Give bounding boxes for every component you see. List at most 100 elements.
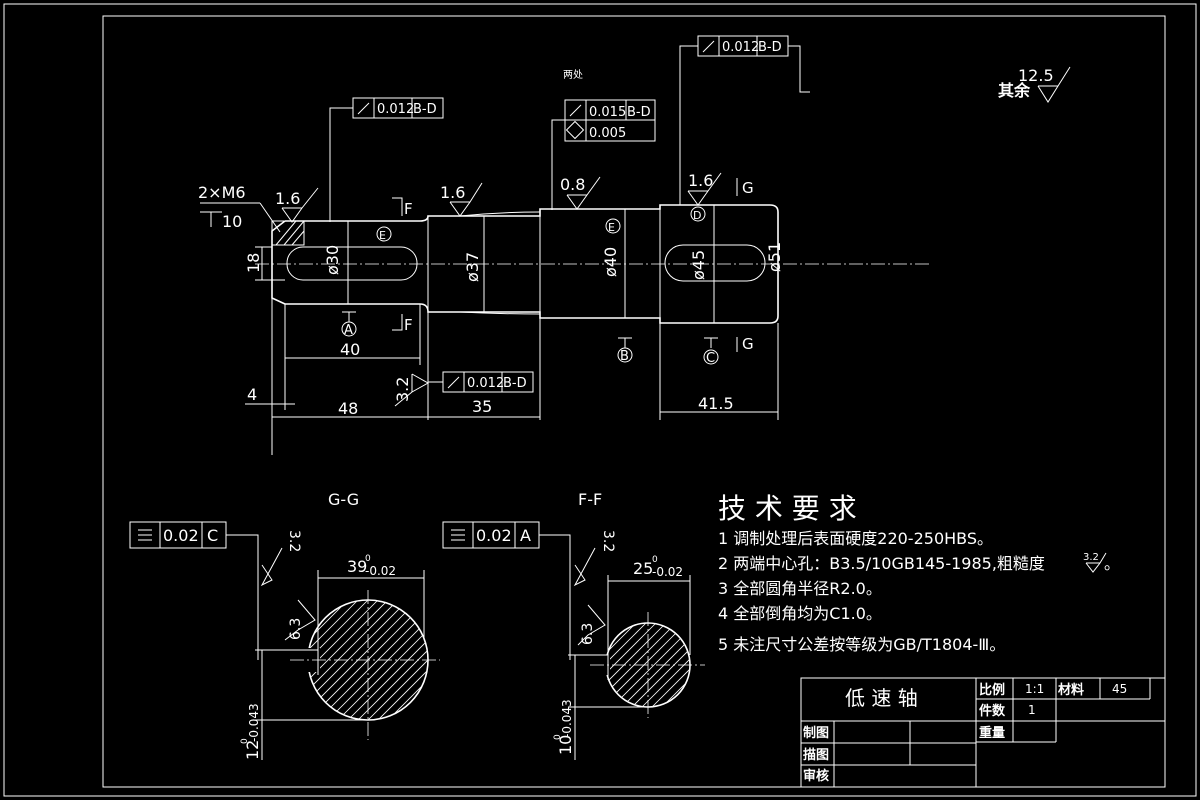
hatch-line: [661, 623, 690, 707]
hatch-line: [606, 623, 637, 707]
scale-label: 比例: [979, 682, 1005, 698]
svg-text:B-D: B-D: [503, 376, 527, 391]
ff-width-upper: 0: [652, 555, 658, 565]
len-40: 40: [340, 340, 360, 359]
svg-text:B-D: B-D: [627, 105, 651, 120]
thread-depth: 10: [222, 212, 242, 231]
len-41-5: 41.5: [698, 394, 734, 413]
ff-tol-value: 0.02: [476, 526, 512, 545]
qty-label: 件数: [979, 703, 1006, 719]
gg-roughness-top: 3.2: [286, 530, 302, 552]
dia-51: ø51: [765, 242, 784, 272]
tech-req-item-5: 5 未注尺寸公差按等级为GB/T1804-Ⅲ。: [718, 635, 1005, 654]
roughness-symbols: 1.6 1.6 0.8 1.6 3.2: [275, 171, 722, 407]
roughness-symbol-3: 0.8: [560, 175, 601, 210]
material-label: 材料: [1058, 682, 1084, 698]
svg-text:0.012: 0.012: [377, 102, 414, 117]
roughness-symbol-5: 3.2: [393, 373, 430, 407]
section-gg-label: G-G: [328, 490, 359, 509]
ff-roughness-side: 6.3: [580, 623, 596, 645]
ff-width-lower: -0.02: [652, 565, 683, 579]
svg-text:0.015: 0.015: [589, 105, 626, 120]
runout-frame-3: 0.012 B-D: [679, 35, 810, 205]
roughness-symbol-2: 1.6: [440, 182, 483, 217]
len-48: 48: [338, 399, 358, 418]
tech-req-item2-roughness: 3.2: [1083, 552, 1099, 563]
hatch-line: [367, 600, 428, 720]
material-value: 45: [1112, 682, 1127, 696]
datum-e2: E: [608, 221, 615, 234]
datum-d: D: [693, 209, 701, 222]
datum-b: B: [620, 349, 629, 364]
shaft-view: [255, 204, 930, 324]
dia-37: ø37: [463, 252, 482, 282]
svg-text:G: G: [742, 179, 754, 197]
svg-text:1.6: 1.6: [275, 189, 300, 208]
svg-text:1.6: 1.6: [688, 171, 713, 190]
ff-depth-upper: 0: [553, 734, 563, 740]
hatch-line: [606, 623, 647, 707]
traced-label: 描图: [803, 747, 829, 763]
svg-text:1.6: 1.6: [440, 183, 465, 202]
section-cut-marks: F F G G: [392, 178, 754, 353]
svg-text:0.012: 0.012: [722, 40, 759, 55]
gg-width-dim: 39: [347, 557, 367, 576]
thread-hole-hatch: [271, 220, 305, 246]
svg-text:G: G: [742, 335, 754, 353]
gg-depth-upper: 0: [240, 738, 250, 744]
hatch-line: [308, 600, 349, 720]
tech-req-item-2: 2 两端中心孔：B3.5/10GB145-1985,粗糙度: [718, 554, 1045, 573]
ff-width-dim: 25: [633, 559, 653, 578]
runout-frame-1: 0.012 B-D: [329, 97, 444, 222]
runout-frame-2: 0.015 B-D 0.005: [551, 99, 656, 210]
outer-frame: [3, 3, 1197, 797]
ff-depth-lower: -0.043: [560, 699, 574, 738]
hatch-line: [397, 600, 428, 720]
keywidth-18: 18: [244, 253, 263, 273]
length-dims: 40 4 48 35 41.5 18: [244, 246, 779, 455]
ff-roughness-top: 3.2: [600, 530, 616, 552]
tech-req-item-3: 3 全部圆角半径R2.0。: [718, 579, 882, 598]
other-roughness-label: 其余: [998, 81, 1031, 100]
tech-req-item2-roughness-symbol: [1085, 552, 1107, 573]
qty-value: 1: [1028, 703, 1036, 717]
both-places-note: 两处: [563, 69, 583, 81]
svg-text:0.8: 0.8: [560, 175, 585, 194]
diameter-dims: ø30 ø37 ø40 ø45 ø51: [323, 205, 784, 323]
tech-req-item-4: 4 全部倒角均为C1.0。: [718, 604, 882, 623]
svg-text:F: F: [404, 316, 413, 334]
datum-a: A: [344, 323, 353, 338]
thread-note: 2×M6: [198, 183, 246, 202]
ff-depth-dim: 10: [556, 735, 575, 755]
keyway-1: [286, 246, 418, 281]
gg-depth-lower: -0.043: [247, 703, 261, 742]
roughness-symbol-1: 1.6: [275, 187, 319, 223]
roughness-symbol-4: 1.6: [687, 171, 722, 206]
hatch-line: [427, 600, 428, 720]
dia-45: ø45: [689, 250, 708, 280]
hatch-line: [308, 600, 369, 720]
datum-c: C: [706, 351, 715, 366]
gg-tol-datum: C: [207, 526, 218, 545]
dia-30: ø30: [323, 245, 342, 275]
title-block: 低 速 轴 比例 1:1 材料 45 件数 1 重量 制图 描图 审核: [800, 677, 1166, 788]
part-name: 低 速 轴: [845, 686, 918, 710]
checked-label: 审核: [803, 768, 829, 784]
thread-depth-symbol: [200, 211, 222, 227]
ff-tol-datum: A: [520, 526, 531, 545]
svg-text:3.2: 3.2: [393, 377, 412, 402]
runout-frame-4: 0.012 B-D: [428, 371, 534, 393]
datum-e1: E: [379, 229, 386, 242]
tech-req-item2-end: 。: [1104, 554, 1120, 573]
svg-text:0.005: 0.005: [589, 126, 626, 141]
len-4: 4: [247, 385, 257, 404]
technical-requirements: 技 术 要 求 1 调制处理后表面硬度220-250HBS。 2 两端中心孔：B…: [718, 492, 1120, 654]
datum-markers: A B C E E D: [341, 206, 719, 366]
gg-tol-value: 0.02: [163, 526, 199, 545]
gg-depth-dim: 12: [243, 740, 262, 760]
inner-frame: [102, 15, 1166, 788]
tech-req-item-1: 1 调制处理后表面硬度220-250HBS。: [718, 529, 993, 548]
dia-40: ø40: [601, 247, 620, 277]
tech-req-heading: 技 术 要 求: [718, 492, 857, 525]
